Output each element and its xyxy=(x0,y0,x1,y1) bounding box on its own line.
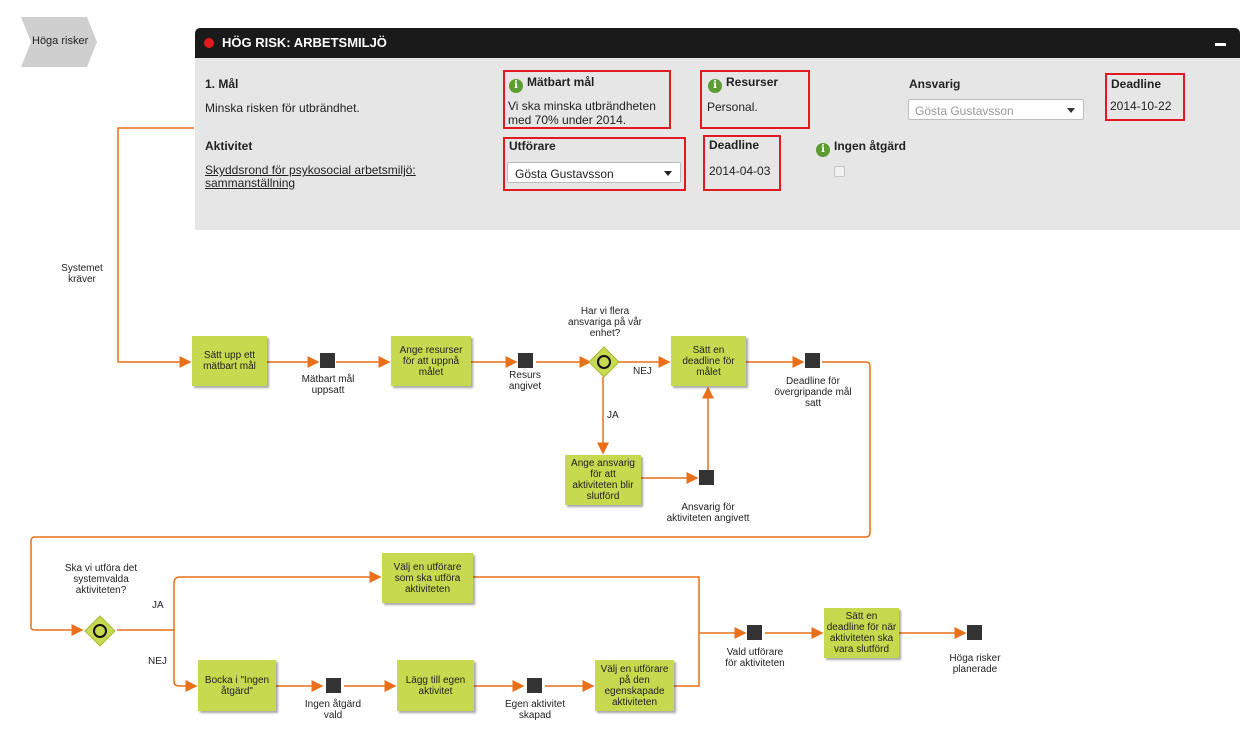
activity-deadline-highlight xyxy=(703,135,781,191)
chevron-down-icon xyxy=(664,171,672,176)
event-responsible-label: Ansvarig för aktiviteten angivett xyxy=(666,502,750,524)
breadcrumb-hoga-risker[interactable]: Höga risker xyxy=(21,17,97,67)
no-action-label-wrap: i Ingen åtgärd xyxy=(816,139,906,157)
event-no-action-label: Ingen åtgärd vald xyxy=(304,699,362,721)
risk-status-dot-icon xyxy=(204,38,214,48)
event-own-created-marker xyxy=(527,678,542,693)
activity-label: Aktivitet xyxy=(205,139,253,153)
measurable-label-wrap: i Mätbart mål xyxy=(509,75,594,93)
performer-select[interactable]: Gösta Gustavsson xyxy=(507,162,681,183)
decision-gateway-1 xyxy=(588,346,620,378)
decision-2-ja: JA xyxy=(152,600,164,611)
event-risks-planned-marker xyxy=(967,625,982,640)
measurable-label: Mätbart mål xyxy=(527,75,595,89)
deadline-label: Deadline xyxy=(1111,77,1162,91)
resources-label-wrap: i Resurser xyxy=(708,75,778,93)
measurable-highlight xyxy=(503,70,671,129)
decision-1-ja: JA xyxy=(607,410,619,421)
activity-link[interactable]: Skyddsrond för psykosocial arbetsmiljö: … xyxy=(205,163,416,190)
box-choose-performer: Välj en utförare som ska utföra aktivite… xyxy=(382,553,473,603)
event-goal-set-marker xyxy=(320,353,335,368)
event-resource-label: Resurs angivet xyxy=(508,370,542,392)
box-resources: Ange resurser för att uppnå målet xyxy=(391,336,471,386)
event-deadline-set-marker xyxy=(805,353,820,368)
responsible-label: Ansvarig xyxy=(909,77,961,91)
event-performer-label: Vald utförare för aktiviteten xyxy=(725,647,785,669)
deadline-value: 2014-10-22 xyxy=(1110,99,1172,113)
info-icon[interactable]: i xyxy=(816,143,830,157)
resources-highlight xyxy=(700,70,810,129)
box-add-own: Lägg till egen aktivitet xyxy=(397,660,474,711)
no-action-label: Ingen åtgärd xyxy=(834,139,907,153)
event-resource-marker xyxy=(518,353,533,368)
system-requires-label: Systemet kräver xyxy=(61,263,103,285)
deadline-highlight xyxy=(1105,73,1185,121)
event-own-created-label: Egen aktivitet skapad xyxy=(504,699,566,721)
activity-deadline-value: 2014-04-03 xyxy=(709,164,771,178)
performer-highlight xyxy=(503,137,686,191)
breadcrumb-chevron-shape xyxy=(21,17,97,67)
goal-label: 1. Mål xyxy=(205,77,239,91)
info-icon[interactable]: i xyxy=(509,79,523,93)
resources-text: Personal. xyxy=(707,100,758,114)
info-icon[interactable]: i xyxy=(708,79,722,93)
performer-value: Gösta Gustavsson xyxy=(515,167,614,181)
measurable-text: Vi ska minska utbrändheten med 70% under… xyxy=(508,99,656,127)
panel-title: HÖG RISK: ARBETSMILJÖ xyxy=(222,35,387,50)
box-assign-responsible: Ange ansvarig för att aktiviteten blir s… xyxy=(565,455,641,505)
collapse-minus-icon[interactable] xyxy=(1215,43,1226,46)
no-action-checkbox[interactable] xyxy=(834,166,845,177)
event-goal-set-label: Mätbart mål uppsatt xyxy=(301,374,355,396)
event-responsible-marker xyxy=(699,470,714,485)
breadcrumb-label: Höga risker xyxy=(32,35,89,47)
decision-2-nej: NEJ xyxy=(148,656,167,667)
box-no-action: Bocka i "Ingen åtgärd" xyxy=(198,660,276,711)
decision-gateway-2 xyxy=(84,615,116,647)
panel-header: HÖG RISK: ARBETSMILJÖ xyxy=(195,28,1240,58)
event-risks-planned-label: Höga risker planerade xyxy=(949,653,1001,675)
decision-1-question: Har vi flera ansvariga på vår enhet? xyxy=(568,306,642,339)
box-choose-own-performer: Välj en utförare på den egenskapade akti… xyxy=(595,660,674,711)
event-performer-marker xyxy=(747,625,762,640)
box-deadline-goal: Sätt en deadline för målet xyxy=(671,336,746,386)
resources-label: Resurser xyxy=(726,75,779,89)
responsible-select[interactable]: Gösta Gustavsson xyxy=(908,99,1084,120)
goal-text: Minska risken för utbrändhet. xyxy=(205,101,360,115)
box-set-goal: Sätt upp ett mätbart mål xyxy=(192,336,267,386)
activity-deadline-label: Deadline xyxy=(709,138,760,152)
decision-1-nej: NEJ xyxy=(633,366,652,377)
decision-2-question: Ska vi utföra det systemvalda aktivitete… xyxy=(64,563,138,596)
box-deadline-activity: Sätt en deadline för när aktiviteten ska… xyxy=(824,608,899,658)
event-no-action-marker xyxy=(326,678,341,693)
chevron-down-icon xyxy=(1067,108,1075,113)
event-deadline-set-label: Deadline för övergripande mål satt xyxy=(774,376,852,409)
responsible-value: Gösta Gustavsson xyxy=(915,104,1014,118)
performer-label: Utförare xyxy=(509,139,556,153)
